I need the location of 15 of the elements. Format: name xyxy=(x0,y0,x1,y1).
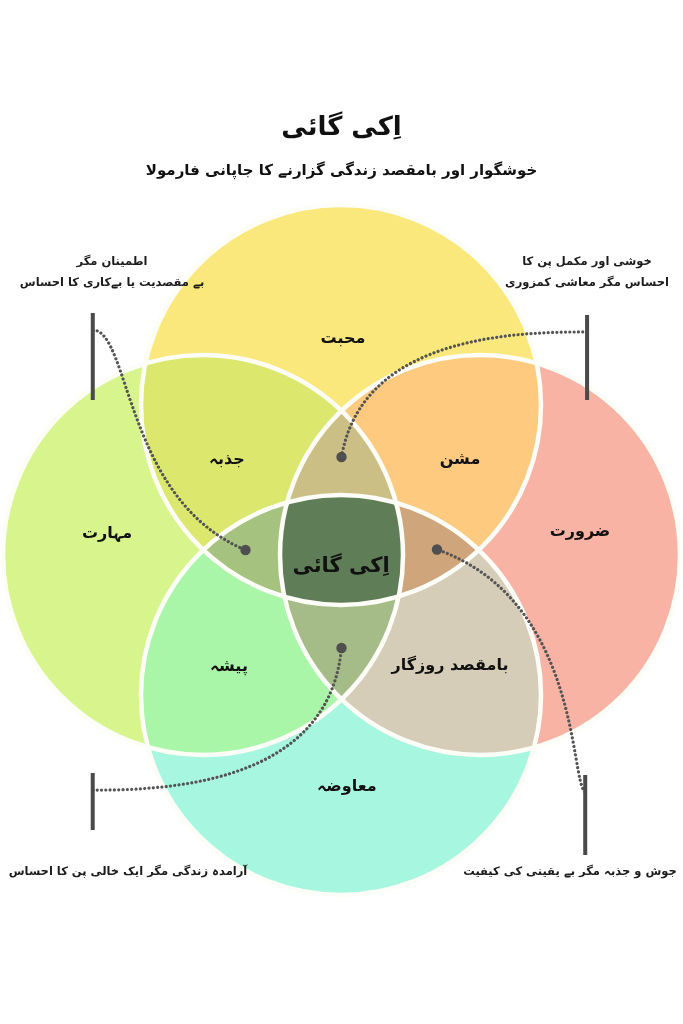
callout-text: خوشی اور مکمل پن کا احساس مگر معاشی کمزوری xyxy=(505,253,669,292)
region-label: جذبہ xyxy=(209,449,245,469)
region-label: مشن xyxy=(439,449,481,469)
callout-text: اطمینان مگر بے مقصدیت یا بےکاری کا احساس xyxy=(19,253,205,291)
center-label: اِکی گائی xyxy=(292,551,390,579)
diagram-title: اِکی گائی xyxy=(281,110,402,143)
region-label: پیشہ xyxy=(210,656,248,676)
diagram-subtitle: خوشگوار اور بامقصد زندگی گزارنے کا جاپانی فارمولا xyxy=(145,160,538,181)
circle-label: مہارت xyxy=(81,523,133,543)
region-label: بامقصد روزگار xyxy=(391,655,509,675)
circle-label: محبت xyxy=(320,328,366,348)
circle-label: معاوضہ xyxy=(317,776,377,796)
callout-text: جوش و جذبہ مگر بے یقینی کی کیفیت xyxy=(463,863,677,881)
circle-label: ضرورت xyxy=(549,521,611,541)
callout-text: آرامدہ زندگی مگر ایک خالی پن کا احساس xyxy=(8,863,248,880)
